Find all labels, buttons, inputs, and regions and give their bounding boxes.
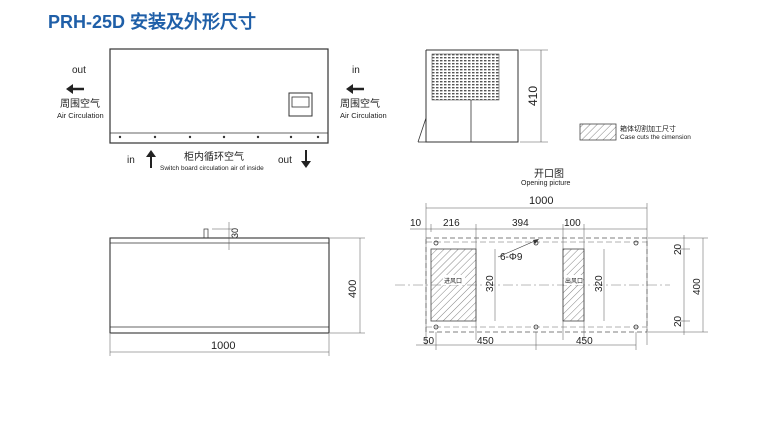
legend-cn: 箱体切割加工尺寸 [620,124,676,133]
legend-en: Case cuts the cimension [620,134,691,141]
left-air-en: Air Circulation [57,111,104,120]
right-arrow-icon [346,84,364,94]
front-dim-400: 400 [347,280,359,298]
opening-title-cn: 开口图 [534,168,564,180]
opening-dim-320-left: 320 [485,275,496,292]
vent-grill [431,53,500,101]
left-out-label: out [72,65,86,76]
bottom-in-label: in [127,155,135,166]
right-air-en: Air Circulation [340,111,387,120]
down-arrow-icon [301,150,311,168]
opening-dim-320-right: 320 [594,275,605,292]
opening-dim-450-left: 450 [477,336,494,347]
opening-dim-20-top: 20 [673,243,684,255]
right-air-cn: 周围空气 [340,97,380,110]
page-title: PRH-25D 安装及外形尺寸 [48,12,257,32]
opening-dim-100: 100 [564,218,581,229]
inside-air-cn: 柜内循环空气 [184,150,244,163]
unit-top-view: out 周围空气 Air Circulation in 周围空气 Air Cir… [57,48,387,172]
inlet-label: 进风口 [444,277,462,285]
side-height-dim: 410 [526,86,540,106]
opening-dim-1000: 1000 [529,195,553,207]
holes-note: 6-Φ9 [500,252,523,263]
opening-dim-20-bottom: 20 [673,315,684,327]
opening-dim-400: 400 [692,278,703,295]
opening-dim-50: 50 [423,336,435,347]
inside-air-en: Switch board circulation air of inside [160,165,264,172]
left-air-cn: 周围空气 [60,97,100,110]
right-in-label: in [352,65,360,76]
front-dim-1000: 1000 [211,340,235,352]
opening-dim-10: 10 [410,218,422,229]
opening-picture: 开口图 Opening picture 1000 10 216 394 100 … [395,168,708,350]
legend-swatch [579,123,617,141]
bottom-out-label: out [278,155,292,166]
opening-dim-394: 394 [512,218,529,229]
left-arrow-icon [66,84,84,94]
unit-side-view: 410 [417,49,548,143]
up-arrow-icon [146,150,156,168]
legend: 箱体切割加工尺寸 Case cuts the cimension [579,123,691,141]
controller-panel [288,92,313,117]
front-dim-30: 30 [230,228,240,238]
opening-dim-450-right: 450 [576,336,593,347]
opening-dim-216: 216 [443,218,460,229]
opening-title-en: Opening picture [521,180,571,187]
mounting-holes [433,240,639,330]
unit-front-view: 30 400 1000 [109,222,365,356]
unit-body [109,48,329,144]
outlet-label: 出风口 [565,277,583,285]
